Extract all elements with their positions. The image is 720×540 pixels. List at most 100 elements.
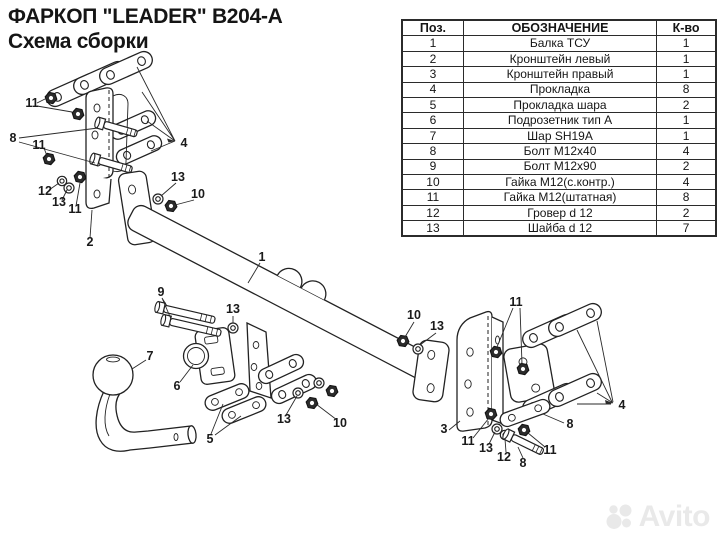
watermark-label: Avito [638,500,711,533]
title-block: ФАРКОП "LEADER" B204-A Схема сборки [8,5,283,55]
mounting-strip [499,398,551,428]
cell-name: Прокладка шара [462,96,658,114]
cell-pos: 4 [401,81,464,98]
callout-label: 12 [38,184,52,198]
callout-label: 13 [277,412,291,426]
lock-nut [304,396,320,410]
cell-qty: 2 [656,204,717,222]
cell-name: Кронштейн правый [462,66,658,83]
support-plate [246,321,272,399]
washer [227,322,239,334]
cell-name: Кронштейн левый [462,50,658,68]
callout-label: 8 [520,456,527,470]
callout-label: 10 [333,416,347,430]
ball-spacer-plate [221,396,267,424]
callout-label: 13 [226,302,240,316]
cell-name: Подрозетник тип А [462,112,658,129]
center-ball-mount-assembly [92,300,340,452]
nut-m12 [516,423,532,437]
cell-pos: 6 [401,112,464,129]
callout-label: 5 [207,432,214,446]
washer [313,377,325,389]
ball-saddle [276,267,303,288]
cell-pos: 2 [401,50,464,68]
callout-label: 11 [68,202,81,216]
ball-saddle [300,280,327,301]
arrowhead [167,138,175,143]
watermark: Avito [606,500,711,534]
nut-m12 [72,170,88,184]
tow-ball [92,354,197,452]
cell-pos: 12 [401,204,464,222]
callout-label: 7 [147,349,154,363]
washer [63,182,75,194]
callout-label: 8 [10,131,17,145]
callout-label: 11 [32,138,45,152]
cell-name: Шайба d 12 [462,220,658,237]
cell-qty: 8 [656,81,717,98]
callout-label: 9 [158,285,165,299]
callout-label: 11 [509,295,522,309]
callout-label: 13 [52,195,66,209]
ball-spacer-plate [204,383,250,411]
cell-qty: 1 [656,66,717,83]
callout-label: 11 [543,443,556,457]
callout-label: 4 [619,398,626,412]
callout-label: 10 [407,308,421,322]
nut-m12 [41,152,57,166]
callout-label: 12 [497,450,511,464]
cell-pos: 3 [401,66,464,83]
cell-name: Гровер d 12 [462,204,658,222]
cell-name: Прокладка [462,81,658,98]
cell-qty: 7 [656,220,717,237]
cell-name: Гайка М12(с.контр.) [462,173,658,191]
callout-label: 8 [567,417,574,431]
cell-qty: 1 [656,112,717,129]
spacer-plate [545,300,605,340]
cell-qty: 1 [656,50,717,68]
avito-logo-icon [606,504,632,529]
ball-head [92,354,134,396]
page-title: ФАРКОП "LEADER" B204-A [8,5,283,28]
callout-label: 13 [479,441,493,455]
washer [292,387,304,399]
callout-label: 3 [441,422,448,436]
nut-m12 [70,107,86,121]
right-bracket-assembly [395,300,605,458]
callout-label: 13 [171,170,185,184]
callout-label: 13 [430,319,444,333]
page-subtitle: Схема сборки [8,29,149,53]
callout-label: 4 [181,136,188,150]
callout-labels: 11 8 11 12 13 11 2 4 13 10 1 9 13 7 6 5 … [10,96,626,470]
leader-lines [18,66,614,459]
callout-label: 11 [461,434,474,448]
callout-label: 2 [87,235,94,249]
lock-nut [163,199,179,213]
lock-nut [324,384,340,398]
callout-label: 1 [259,250,266,264]
main-beam [127,204,433,380]
arrowhead [605,400,613,405]
right-bracket [456,310,504,432]
spacer-plate [545,370,605,410]
callout-label: 11 [25,96,38,110]
cell-qty: 2 [656,96,717,114]
cell-pos: 5 [401,96,464,114]
callout-label: 10 [191,187,205,201]
cell-pos: 13 [401,220,464,237]
washer [412,343,424,355]
cell-pos: 11 [401,189,464,206]
beam-right-flange [412,339,450,403]
